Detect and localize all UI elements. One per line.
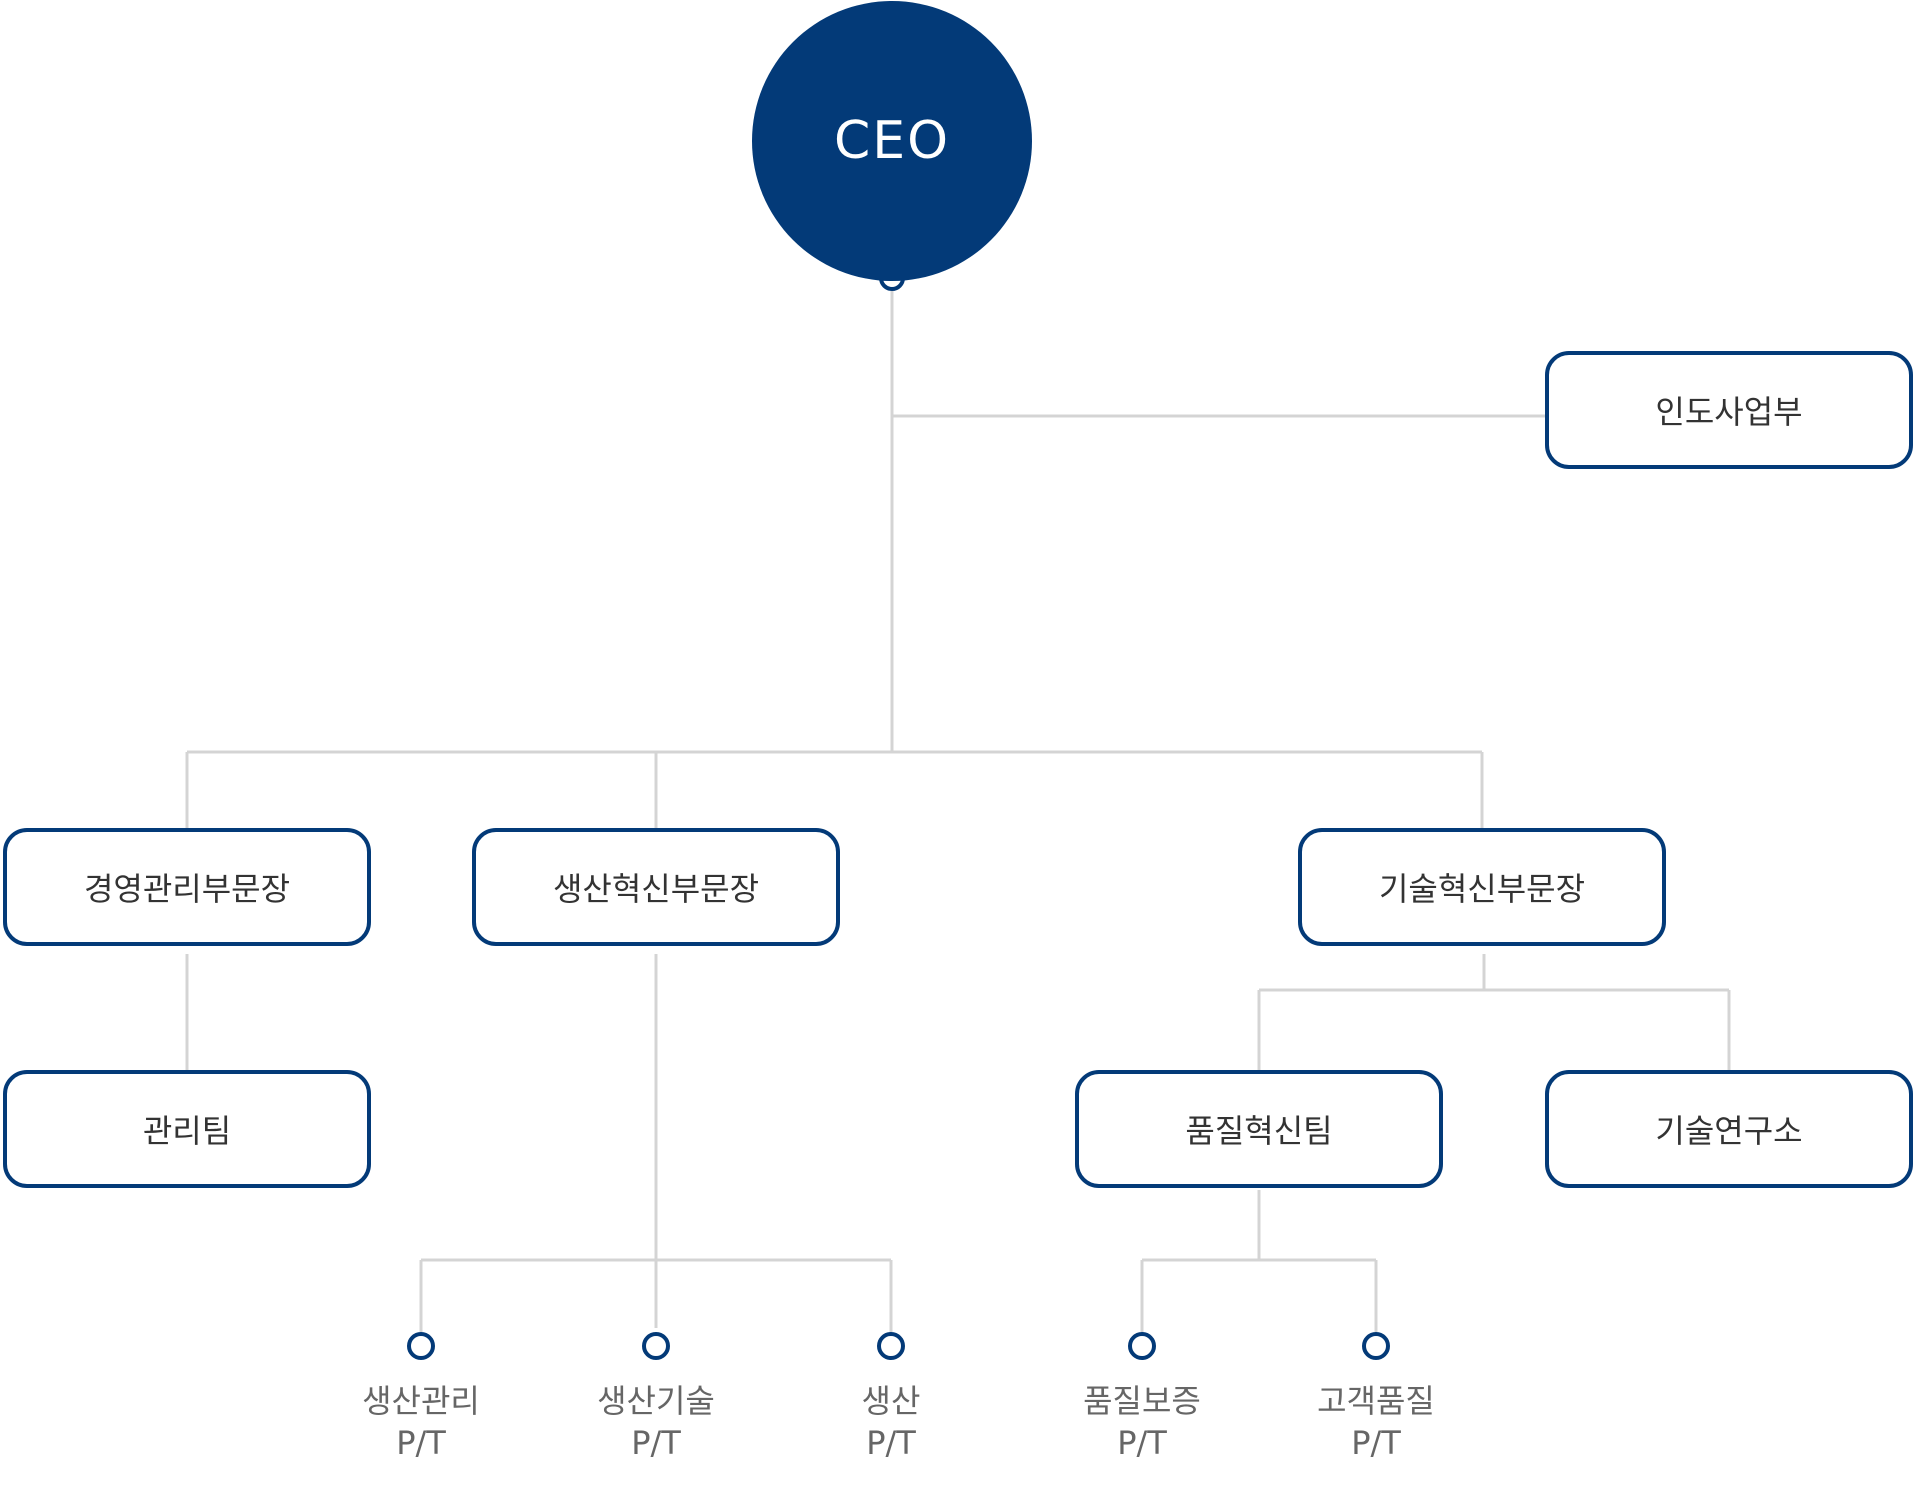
leaf-line2: P/T — [1351, 1424, 1401, 1462]
leaf-line2: P/T — [866, 1424, 916, 1462]
production-division-node: 생산혁신부문장 — [472, 828, 840, 946]
technology-division-node: 기술혁신부문장 — [1298, 828, 1666, 946]
leaf-quality-assurance: 품질보증 P/T — [1052, 1380, 1232, 1464]
leaf-line2: P/T — [1117, 1424, 1167, 1462]
leaf-dot-5 — [1362, 1332, 1390, 1360]
leaf-line1: 고객품질 — [1317, 1382, 1435, 1420]
leaf-line1: 품질보증 — [1083, 1382, 1201, 1420]
leaf-line1: 생산관리 — [362, 1382, 480, 1420]
leaf-line1: 생산기술 — [597, 1382, 715, 1420]
admin-team-node: 관리팀 — [3, 1070, 371, 1188]
india-business-label: 인도사업부 — [1655, 393, 1803, 431]
management-division-node: 경영관리부문장 — [3, 828, 371, 946]
leaf-dot-2 — [642, 1332, 670, 1360]
rnd-center-node: 기술연구소 — [1545, 1070, 1913, 1188]
rnd-center-label: 기술연구소 — [1655, 1112, 1803, 1150]
admin-team-label: 관리팀 — [142, 1112, 232, 1150]
quality-team-node: 품질혁신팀 — [1075, 1070, 1443, 1188]
leaf-production-management: 생산관리 P/T — [331, 1380, 511, 1464]
leaf-line2: P/T — [631, 1424, 681, 1462]
management-division-label: 경영관리부문장 — [83, 870, 291, 908]
leaf-line2: P/T — [396, 1424, 446, 1462]
quality-team-label: 품질혁신팀 — [1185, 1112, 1333, 1150]
leaf-customer-quality: 고객품질 P/T — [1286, 1380, 1466, 1464]
leaf-dot-4 — [1128, 1332, 1156, 1360]
leaf-line1: 생산 — [861, 1382, 921, 1420]
production-division-label: 생산혁신부문장 — [552, 870, 760, 908]
leaf-dot-3 — [877, 1332, 905, 1360]
leaf-production-technology: 생산기술 P/T — [566, 1380, 746, 1464]
india-business-node: 인도사업부 — [1545, 351, 1913, 469]
technology-division-label: 기술혁신부문장 — [1378, 870, 1586, 908]
ceo-label: CEO — [833, 111, 951, 171]
ceo-node: CEO — [752, 1, 1032, 281]
leaf-dot-1 — [407, 1332, 435, 1360]
leaf-production: 생산 P/T — [801, 1380, 981, 1464]
